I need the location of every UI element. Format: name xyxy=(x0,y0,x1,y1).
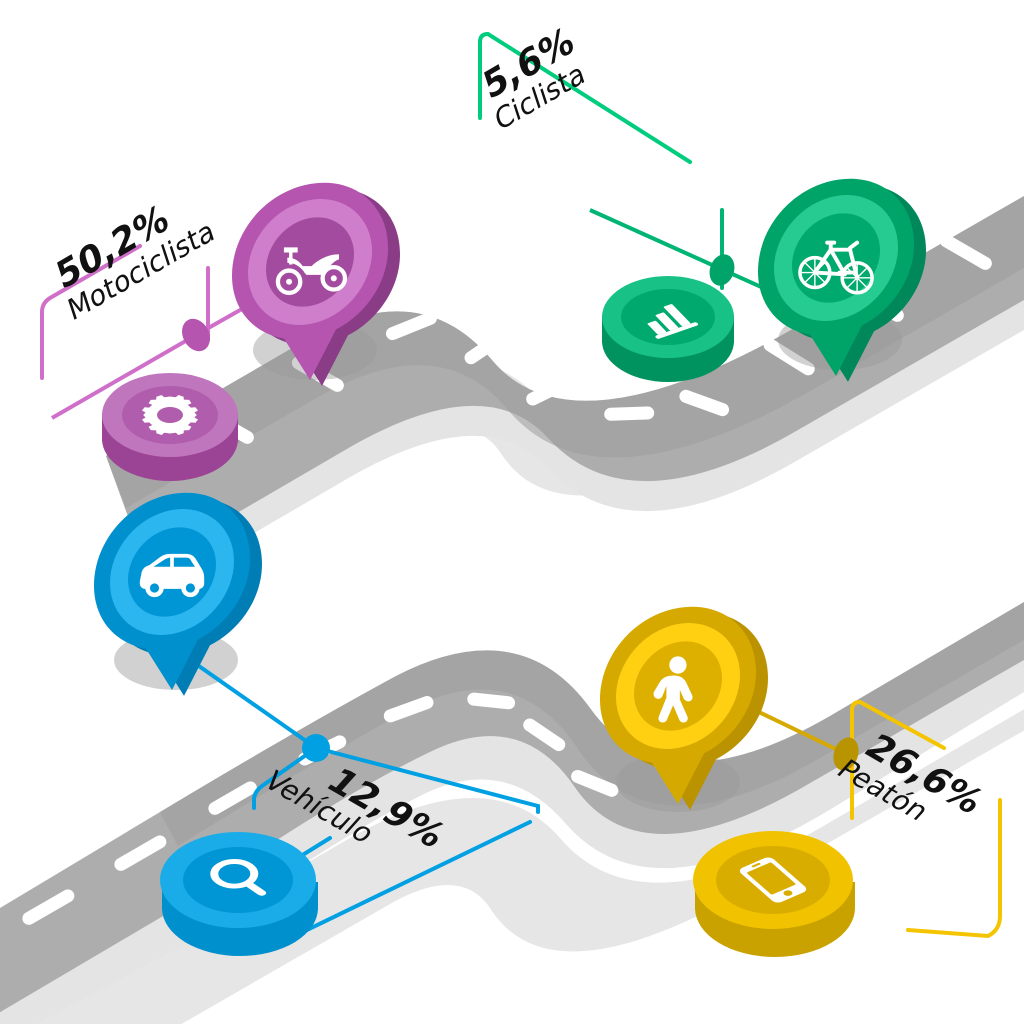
road-lower-edge-light xyxy=(0,660,1024,1024)
magnifier-icon xyxy=(210,859,267,896)
scooter-icon xyxy=(275,247,348,296)
bar-chart-icon xyxy=(647,304,699,339)
connector-ciclista xyxy=(478,31,791,302)
label-ciclista: 5,6% Ciclista xyxy=(478,17,588,137)
pin-ciclista[interactable] xyxy=(758,164,926,398)
car-icon xyxy=(139,553,205,598)
label-peaton: 26,6% Peatón xyxy=(830,726,993,826)
connector-dot-vehiculo xyxy=(302,734,330,762)
pin-motociclista[interactable] xyxy=(232,168,400,402)
connector-dot-motociclista xyxy=(182,318,210,352)
connector-dot-ciclista xyxy=(709,254,735,286)
disc-motociclista[interactable] xyxy=(102,373,238,481)
label-motociclista: 50,2% Motociclista xyxy=(51,195,218,328)
road-lower-shade xyxy=(160,602,1024,846)
connector-dot-peaton xyxy=(833,737,859,771)
disc-vehiculo[interactable] xyxy=(160,832,318,956)
bicycle-icon xyxy=(798,240,874,295)
disc-ciclista[interactable] xyxy=(602,276,734,382)
pedestrian-icon xyxy=(653,656,693,723)
smartphone-icon xyxy=(739,857,807,903)
disc-peaton[interactable] xyxy=(693,831,855,957)
pin-peaton[interactable] xyxy=(600,592,768,826)
connector-peaton xyxy=(733,698,1002,939)
pin-vehiculo[interactable] xyxy=(94,478,262,712)
